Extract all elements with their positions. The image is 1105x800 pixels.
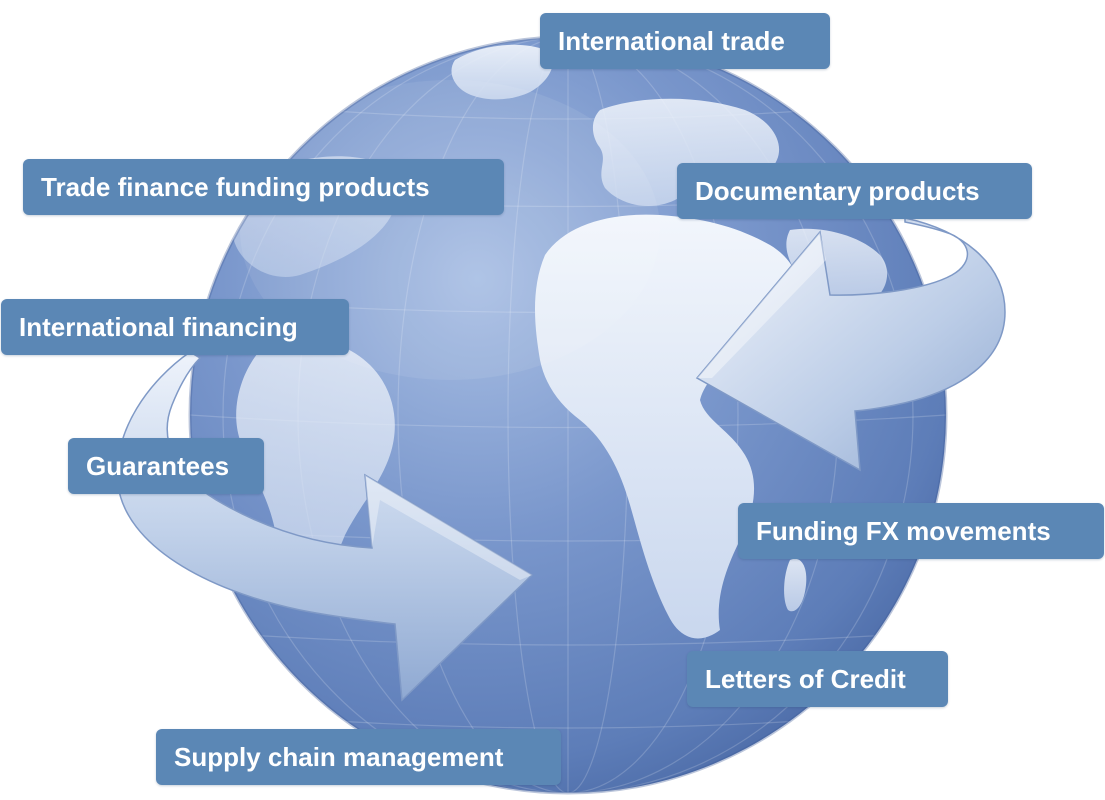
africa-landmass: [535, 214, 802, 639]
madagascar-landmass: [784, 558, 807, 612]
label-guarantees: Guarantees: [68, 438, 264, 494]
label-funding-fx-movements: Funding FX movements: [738, 503, 1104, 559]
curved-arrow-left-icon: [695, 217, 1006, 472]
label-international-financing: International financing: [1, 299, 349, 355]
label-international-trade: International trade: [540, 13, 830, 69]
label-supply-chain-management: Supply chain management: [156, 729, 561, 785]
label-letters-of-credit: Letters of Credit: [687, 651, 948, 707]
label-documentary-products: Documentary products: [677, 163, 1032, 219]
greenland-landmass: [451, 44, 553, 100]
south-america-landmass: [236, 337, 395, 605]
label-trade-finance-funding-products: Trade finance funding products: [23, 159, 504, 215]
